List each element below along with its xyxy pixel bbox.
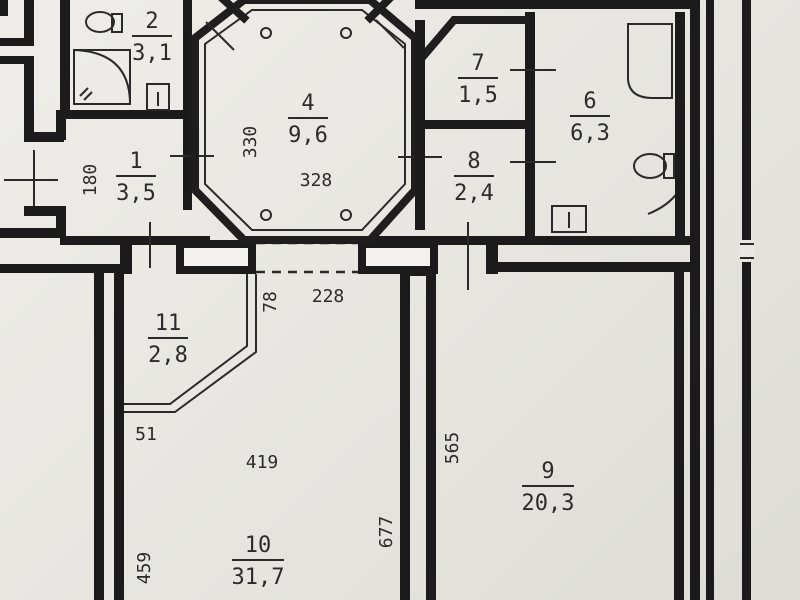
sink-icon: [551, 205, 587, 233]
wall-room78-left: [415, 20, 425, 230]
room-number: 7: [471, 51, 484, 76]
room-label-8: 8 2,4: [454, 149, 494, 206]
shower-arc: [73, 49, 131, 105]
wall-room1-top: [60, 110, 192, 119]
room-number: 10: [245, 533, 272, 558]
wall-left-h2: [24, 132, 64, 142]
dimension-419: 419: [246, 452, 279, 473]
room-area: 1,5: [458, 83, 498, 108]
toilet-icon: [633, 153, 667, 179]
sink-icon: [146, 83, 170, 111]
room-area: 3,5: [116, 181, 156, 206]
wall-block-inner: [366, 248, 430, 266]
room-number: 8: [467, 149, 480, 174]
room-number: 1: [129, 149, 142, 174]
toilet-icon: [85, 11, 115, 33]
wall-room6-right: [675, 12, 685, 242]
toilet-tank: [111, 13, 123, 33]
hall-octagon-wall: [191, 0, 419, 244]
room-number: 2: [145, 9, 158, 34]
wall-left-h3: [24, 206, 64, 216]
wall-block-inner: [184, 248, 248, 266]
wall-room9-right: [674, 262, 684, 600]
dimension-228: 228: [312, 286, 345, 307]
drain-mark: [79, 87, 93, 101]
wall-room6-left: [525, 12, 535, 240]
wall-left-h4: [0, 228, 64, 238]
dimension-677: 677: [376, 516, 397, 549]
room-label-6: 6 6,3: [570, 89, 610, 146]
room-area: 2,8: [148, 343, 188, 368]
room-label-4: 4 9,6: [288, 91, 328, 148]
room-label-7: 7 1,5: [458, 51, 498, 108]
column-dot: [340, 27, 352, 39]
column-dot: [260, 209, 272, 221]
dimension-328: 328: [300, 170, 333, 191]
room-number: 11: [155, 311, 182, 336]
dimension-330: 330: [240, 126, 261, 159]
wall-left-h: [0, 56, 34, 64]
column-dot: [260, 27, 272, 39]
room7-wall: [414, 16, 529, 66]
octagon-top-wall: [218, 0, 394, 24]
room-area: 3,1: [132, 41, 172, 66]
dimension-78: 78: [260, 291, 281, 313]
wall-curve: [647, 191, 679, 215]
wall-left-v: [24, 56, 34, 140]
wall-post: [486, 240, 498, 274]
outer-wall-right-inner: [690, 0, 700, 600]
room-label-11: 11 2,8: [148, 311, 188, 368]
room-number: 9: [541, 459, 554, 484]
toilet-tank: [663, 153, 675, 179]
room11-partition: [124, 274, 257, 413]
wall-corridor-top-right: [362, 236, 694, 245]
wall-top-left-post: [24, 0, 34, 38]
outer-wall-far-right: [742, 0, 751, 600]
wall-room10-right: [400, 266, 410, 600]
room-area: 20,3: [522, 491, 575, 516]
door-line: [205, 21, 235, 51]
door-line: [375, 19, 405, 49]
room-area: 31,7: [232, 565, 285, 590]
wall-room7-bottom: [420, 120, 530, 129]
wall-room10-left: [114, 266, 124, 600]
room-label-1: 1 3,5: [116, 149, 156, 206]
dimension-565: 565: [442, 432, 463, 465]
room-label-9: 9 20,3: [522, 459, 575, 516]
wall-top-left: [0, 0, 8, 16]
shower-tray: [73, 49, 131, 105]
wall-room-left-top: [0, 264, 120, 273]
room-area: 9,6: [288, 123, 328, 148]
room-label-2: 2 3,1: [132, 9, 172, 66]
wall-corridor-top-left: [60, 236, 210, 245]
dimension-51: 51: [135, 424, 157, 445]
wall-room9-top: [496, 262, 694, 272]
wall-post: [120, 240, 132, 274]
wall-left-post: [56, 110, 66, 140]
room-area: 6,3: [570, 121, 610, 146]
wall-room2-right: [183, 0, 192, 210]
bathtub-icon: [627, 23, 673, 99]
hall-octagon-inner: [204, 9, 406, 231]
wall-room-left-right: [94, 266, 104, 600]
wall-room9-left: [426, 266, 436, 600]
wall-between-post: [404, 266, 432, 276]
column-dot: [340, 209, 352, 221]
wall-gap: [740, 240, 754, 262]
wall-top-left-h: [0, 38, 34, 46]
room-number: 6: [583, 89, 596, 114]
outer-wall-right-outer: [706, 0, 714, 600]
dimension-459: 459: [134, 552, 155, 585]
room-area: 2,4: [454, 181, 494, 206]
room-number: 4: [301, 91, 314, 116]
wall-left-post2: [56, 206, 66, 238]
room11-partition-inner: [124, 274, 248, 405]
wall-top-right: [415, 0, 690, 9]
wall-room2-left: [60, 0, 70, 118]
dimension-180: 180: [80, 164, 101, 197]
room-label-10: 10 31,7: [232, 533, 285, 590]
